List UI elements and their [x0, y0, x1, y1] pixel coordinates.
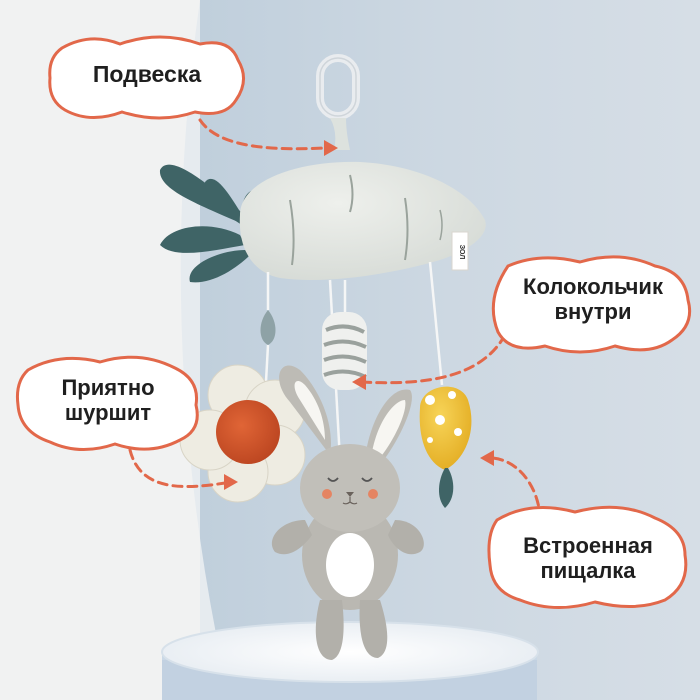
arrow-head-bell [352, 374, 366, 390]
carrot-body [239, 161, 486, 280]
callout-rustle-line2: шуршит [64, 400, 152, 426]
hanger-ring [316, 54, 360, 150]
arrow-head-squeaker [480, 450, 494, 466]
arrow-head-rustle [224, 474, 238, 490]
callout-rustle-line1: Приятно [61, 375, 155, 400]
strawberry-squeaker [419, 386, 472, 508]
callout-bell-line2: внутри [554, 299, 632, 325]
callout-squeaker-label: Встроенная пищалка [492, 533, 684, 584]
bubble-bell [491, 255, 692, 354]
brand-tag-text: ЗОЛ [458, 245, 465, 260]
bubble-squeaker [487, 505, 688, 610]
bunny-toy [271, 365, 424, 660]
callout-squeaker-line1: Встроенная [523, 533, 653, 558]
striped-rattle [322, 312, 367, 390]
flower-rustle [179, 364, 306, 503]
callout-bell-line1: Колокольчик [523, 274, 663, 299]
arrow-rustle [128, 448, 227, 488]
pedestal [161, 621, 539, 700]
callout-bell-label: Колокольчик внутри [498, 274, 688, 325]
arrow-bell [360, 333, 507, 385]
bubble-rustle [16, 355, 199, 452]
arrow-heads [224, 140, 494, 490]
callout-rustle-label: Приятно шуршит [22, 375, 194, 426]
callout-hanger-label: Подвеска [60, 61, 234, 87]
callout-squeaker-line2: пищалка [540, 558, 636, 584]
callout-bubbles [16, 35, 692, 610]
hanging-leaf-left [260, 310, 276, 345]
bubble-hanger [48, 35, 245, 120]
callout-hanger-text: Подвеска [92, 61, 202, 87]
arrow-hanger [198, 118, 327, 151]
arrow-head-hanger [324, 140, 338, 156]
brand-tag: ЗОЛ [451, 231, 469, 271]
